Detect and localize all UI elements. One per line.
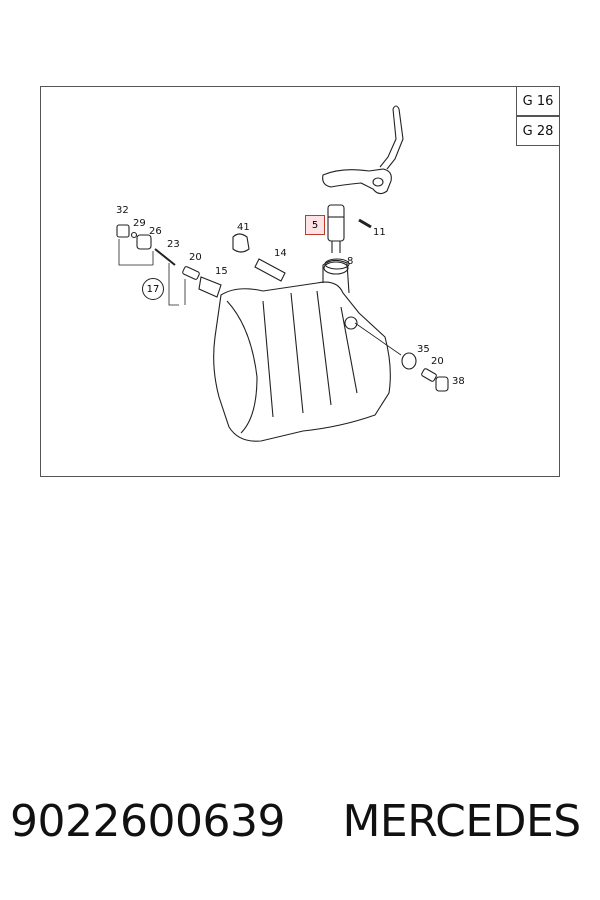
callout-8: 8 bbox=[347, 256, 354, 267]
callout-5-highlight: 5 bbox=[305, 215, 325, 235]
callout-20-right: 20 bbox=[431, 356, 444, 367]
spring-20b bbox=[421, 368, 437, 382]
shaft-14 bbox=[254, 258, 286, 282]
callout-17: 17 bbox=[146, 283, 160, 295]
callout-26: 26 bbox=[149, 226, 162, 237]
callout-14: 14 bbox=[274, 248, 287, 259]
housing-port bbox=[323, 261, 349, 275]
parts-diagram-frame: G 16 G 28 32 29 26 23 20 41 14 15 5 11 8… bbox=[40, 86, 560, 477]
housing-bell bbox=[226, 300, 258, 434]
shift-rod bbox=[379, 108, 404, 170]
switch-41 bbox=[232, 233, 250, 253]
part-brand: MERCEDES bbox=[342, 796, 581, 847]
spring-20a bbox=[182, 266, 200, 280]
callout-29: 29 bbox=[133, 218, 146, 229]
pin-23 bbox=[154, 248, 176, 266]
leader-35 bbox=[354, 322, 402, 356]
callout-32: 32 bbox=[116, 205, 129, 216]
selector-arm-eye bbox=[372, 177, 384, 187]
callout-38: 38 bbox=[452, 376, 465, 387]
reference-top-label: G 16 bbox=[522, 93, 554, 109]
housing-neck bbox=[322, 259, 350, 294]
pin-11 bbox=[358, 218, 372, 229]
callout-11: 11 bbox=[373, 227, 386, 238]
shift-shaft-tip bbox=[331, 241, 341, 253]
callout-35: 35 bbox=[417, 344, 430, 355]
bushing-32 bbox=[116, 224, 130, 238]
callout-5: 5 bbox=[311, 219, 319, 231]
ring-29 bbox=[130, 231, 138, 239]
housing-boss bbox=[344, 316, 358, 330]
callout-20-left: 20 bbox=[189, 252, 202, 263]
callout-23: 23 bbox=[167, 239, 180, 250]
transmission-exploded-view bbox=[116, 105, 449, 442]
housing-ribs bbox=[262, 290, 358, 418]
selector-arm bbox=[322, 168, 392, 195]
seal-35 bbox=[401, 352, 417, 370]
callout-17-circle: 17 bbox=[142, 278, 164, 300]
shift-shaft bbox=[327, 204, 345, 242]
sender-15 bbox=[198, 276, 222, 298]
part-caption: 9022600639 MERCEDES bbox=[10, 796, 600, 847]
part-number: 9022600639 bbox=[10, 796, 285, 847]
reference-bottom-label: G 28 bbox=[522, 123, 554, 139]
sleeve-26 bbox=[136, 234, 152, 250]
plug-38 bbox=[435, 376, 449, 392]
reference-box-top: G 16 bbox=[516, 86, 560, 116]
callout-15: 15 bbox=[215, 266, 228, 277]
shift-rod-top bbox=[392, 105, 400, 110]
callout-41: 41 bbox=[237, 222, 250, 233]
reference-box-bottom: G 28 bbox=[516, 116, 560, 146]
group-17-brackets bbox=[118, 239, 186, 306]
gearbox-housing bbox=[213, 281, 391, 442]
